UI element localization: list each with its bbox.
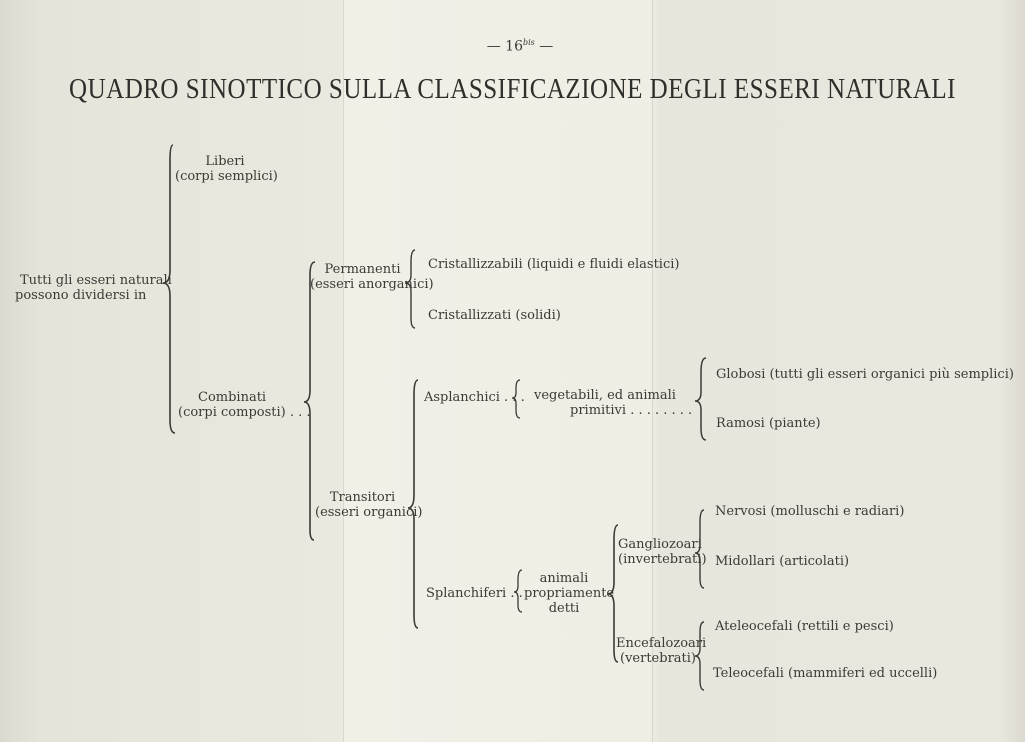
gangliozoari-note: (invertebrati): [618, 552, 707, 567]
encefalozoari-name: Encefalozoari: [616, 636, 707, 651]
liberi-name: Liberi: [205, 154, 245, 169]
root-line-2: possono dividersi in: [15, 288, 147, 303]
asplanchici-child-1: Globosi (tutti gli esseri organici più s…: [716, 367, 1014, 382]
page-number-suffix: bis: [523, 38, 535, 47]
encefalozoari-child-1: Ateleocefali (rettili e pesci): [715, 619, 894, 634]
splanchiferi-desc-1: animali: [539, 571, 589, 586]
brace-root: [162, 144, 176, 434]
combinati-note: (corpi composti) . . .: [178, 405, 311, 420]
page-title: QUADRO SINOTTICO SULLA CLASSIFICAZIONE D…: [69, 73, 956, 105]
brace-animali: [607, 524, 619, 663]
gangliozoari-child-2: Midollari (articolati): [715, 554, 850, 569]
permanenti-name: Permanenti: [324, 262, 401, 277]
transitori-note: (esseri organici): [315, 505, 423, 520]
root-label: Tutti gli esseri naturali possono divide…: [15, 273, 172, 303]
brace-splanchiferi: [513, 569, 523, 613]
brace-encefalozoari-children: [694, 621, 705, 691]
asplanchici-desc: vegetabili, ed animali primitivi . . . .…: [534, 388, 692, 418]
transitori-group: Transitori (esseri organici): [315, 490, 423, 520]
fold-line-right: [652, 0, 653, 742]
asplanchici-desc-1: vegetabili, ed animali: [534, 388, 676, 403]
liberi-group: Liberi (corpi semplici): [175, 154, 278, 184]
gangliozoari-name: Gangliozoari: [618, 537, 702, 552]
splanchiferi-desc-2: propriamente: [524, 586, 615, 601]
encefalozoari-note: (vertebrati): [620, 651, 696, 666]
encefalozoari-group: Encefalozoari (vertebrati): [616, 636, 707, 666]
combinati-group: Combinati (corpi composti) . . .: [178, 390, 311, 420]
brace-permanenti: [404, 249, 416, 329]
brace-asplanchici-children: [694, 357, 707, 441]
splanchiferi-desc-3: detti: [548, 601, 580, 616]
gangliozoari-child-1: Nervosi (molluschi e radiari): [715, 504, 905, 519]
asplanchici-name: Asplanchici . . .: [424, 390, 525, 405]
permanenti-child-2: Cristallizzati (solidi): [428, 308, 561, 323]
transitori-name: Transitori: [329, 490, 396, 505]
brace-asplanchici: [511, 379, 521, 419]
encefalozoari-child-2: Teleocefali (mammiferi ed uccelli): [713, 666, 938, 681]
permanenti-child-1: Cristallizzabili (liquidi e fluidi elast…: [428, 257, 680, 272]
liberi-note: (corpi semplici): [175, 169, 278, 184]
permanenti-note: (esseri anorganici): [310, 277, 434, 292]
page-number-dash: —: [534, 38, 554, 55]
brace-combinati: [303, 261, 316, 541]
permanenti-group: Permanenti (esseri anorganici): [310, 262, 434, 292]
asplanchici-child-2: Ramosi (piante): [716, 416, 821, 431]
asplanchici-desc-2: primitivi . . . . . . . .: [570, 403, 693, 418]
gangliozoari-group: Gangliozoari (invertebrati): [618, 537, 707, 567]
root-line-1: Tutti gli esseri naturali: [20, 273, 172, 288]
splanchiferi-desc: animali propriamente detti: [524, 571, 615, 616]
fold-line-left: [343, 0, 344, 742]
splanchiferi-name: Splanchiferi . .: [426, 586, 523, 601]
page-number: — 16bis —: [460, 38, 580, 55]
page-number-text: — 16: [486, 38, 523, 55]
brace-gangliozoari-children: [694, 509, 705, 589]
brace-transitori: [407, 379, 419, 629]
combinati-name: Combinati: [198, 390, 267, 405]
